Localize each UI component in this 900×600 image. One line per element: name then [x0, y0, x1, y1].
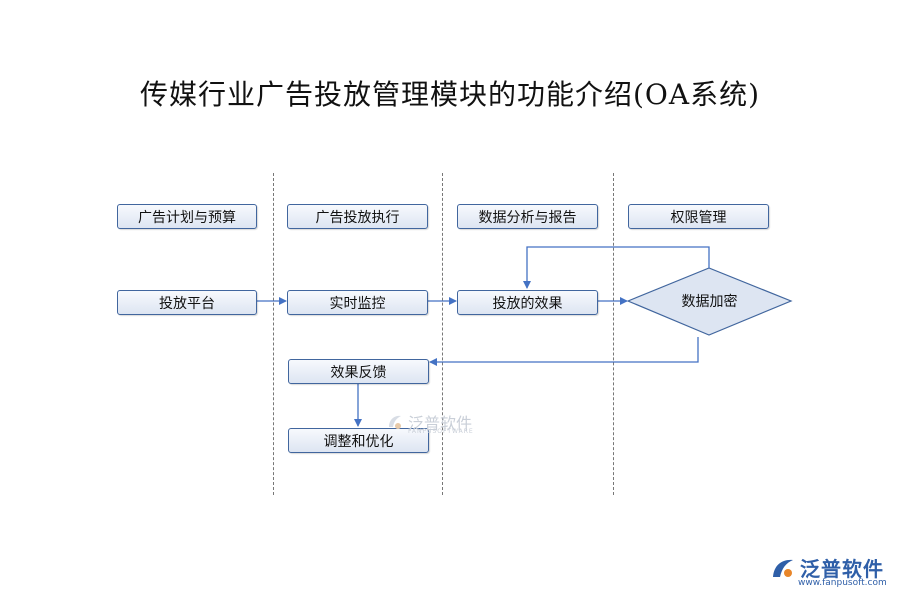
- watermark: 泛普软件 FANPUSOFTWARE: [386, 410, 474, 435]
- node-effect: 投放的效果: [457, 290, 598, 315]
- lane-header-plan-budget: 广告计划与预算: [117, 204, 257, 229]
- lane-header-permission: 权限管理: [628, 204, 769, 229]
- node-monitor: 实时监控: [287, 290, 428, 315]
- lane-separator-1: [273, 173, 274, 495]
- brand-logo-text: 泛普软件: [800, 557, 884, 581]
- watermark-logo-icon: [389, 415, 401, 429]
- diagram-title: 传媒行业广告投放管理模块的功能介绍(OA系统): [139, 78, 761, 111]
- lane-separator-3: [613, 173, 614, 495]
- lane-separator-2: [442, 173, 443, 495]
- arrow-encrypt-to-feedback: [429, 337, 699, 366]
- brand-url: www.fanpusoft.com: [798, 578, 887, 588]
- brand-logo-icon: [773, 559, 793, 577]
- decision-diamond: [626, 267, 793, 336]
- node-encrypt-label: 数据加密: [681, 294, 738, 310]
- brand-logo: 泛普软件: [770, 553, 884, 582]
- node-platform: 投放平台: [117, 290, 257, 315]
- arrow-encrypt-to-effect: [523, 246, 710, 289]
- lane-header-execution: 广告投放执行: [287, 204, 428, 229]
- watermark-subtext: FANPUSOFTWARE: [408, 428, 474, 435]
- watermark-text: 泛普软件: [408, 414, 473, 433]
- lane-header-analysis: 数据分析与报告: [457, 204, 598, 229]
- node-optimize: 调整和优化: [288, 428, 429, 453]
- node-feedback: 效果反馈: [288, 359, 429, 384]
